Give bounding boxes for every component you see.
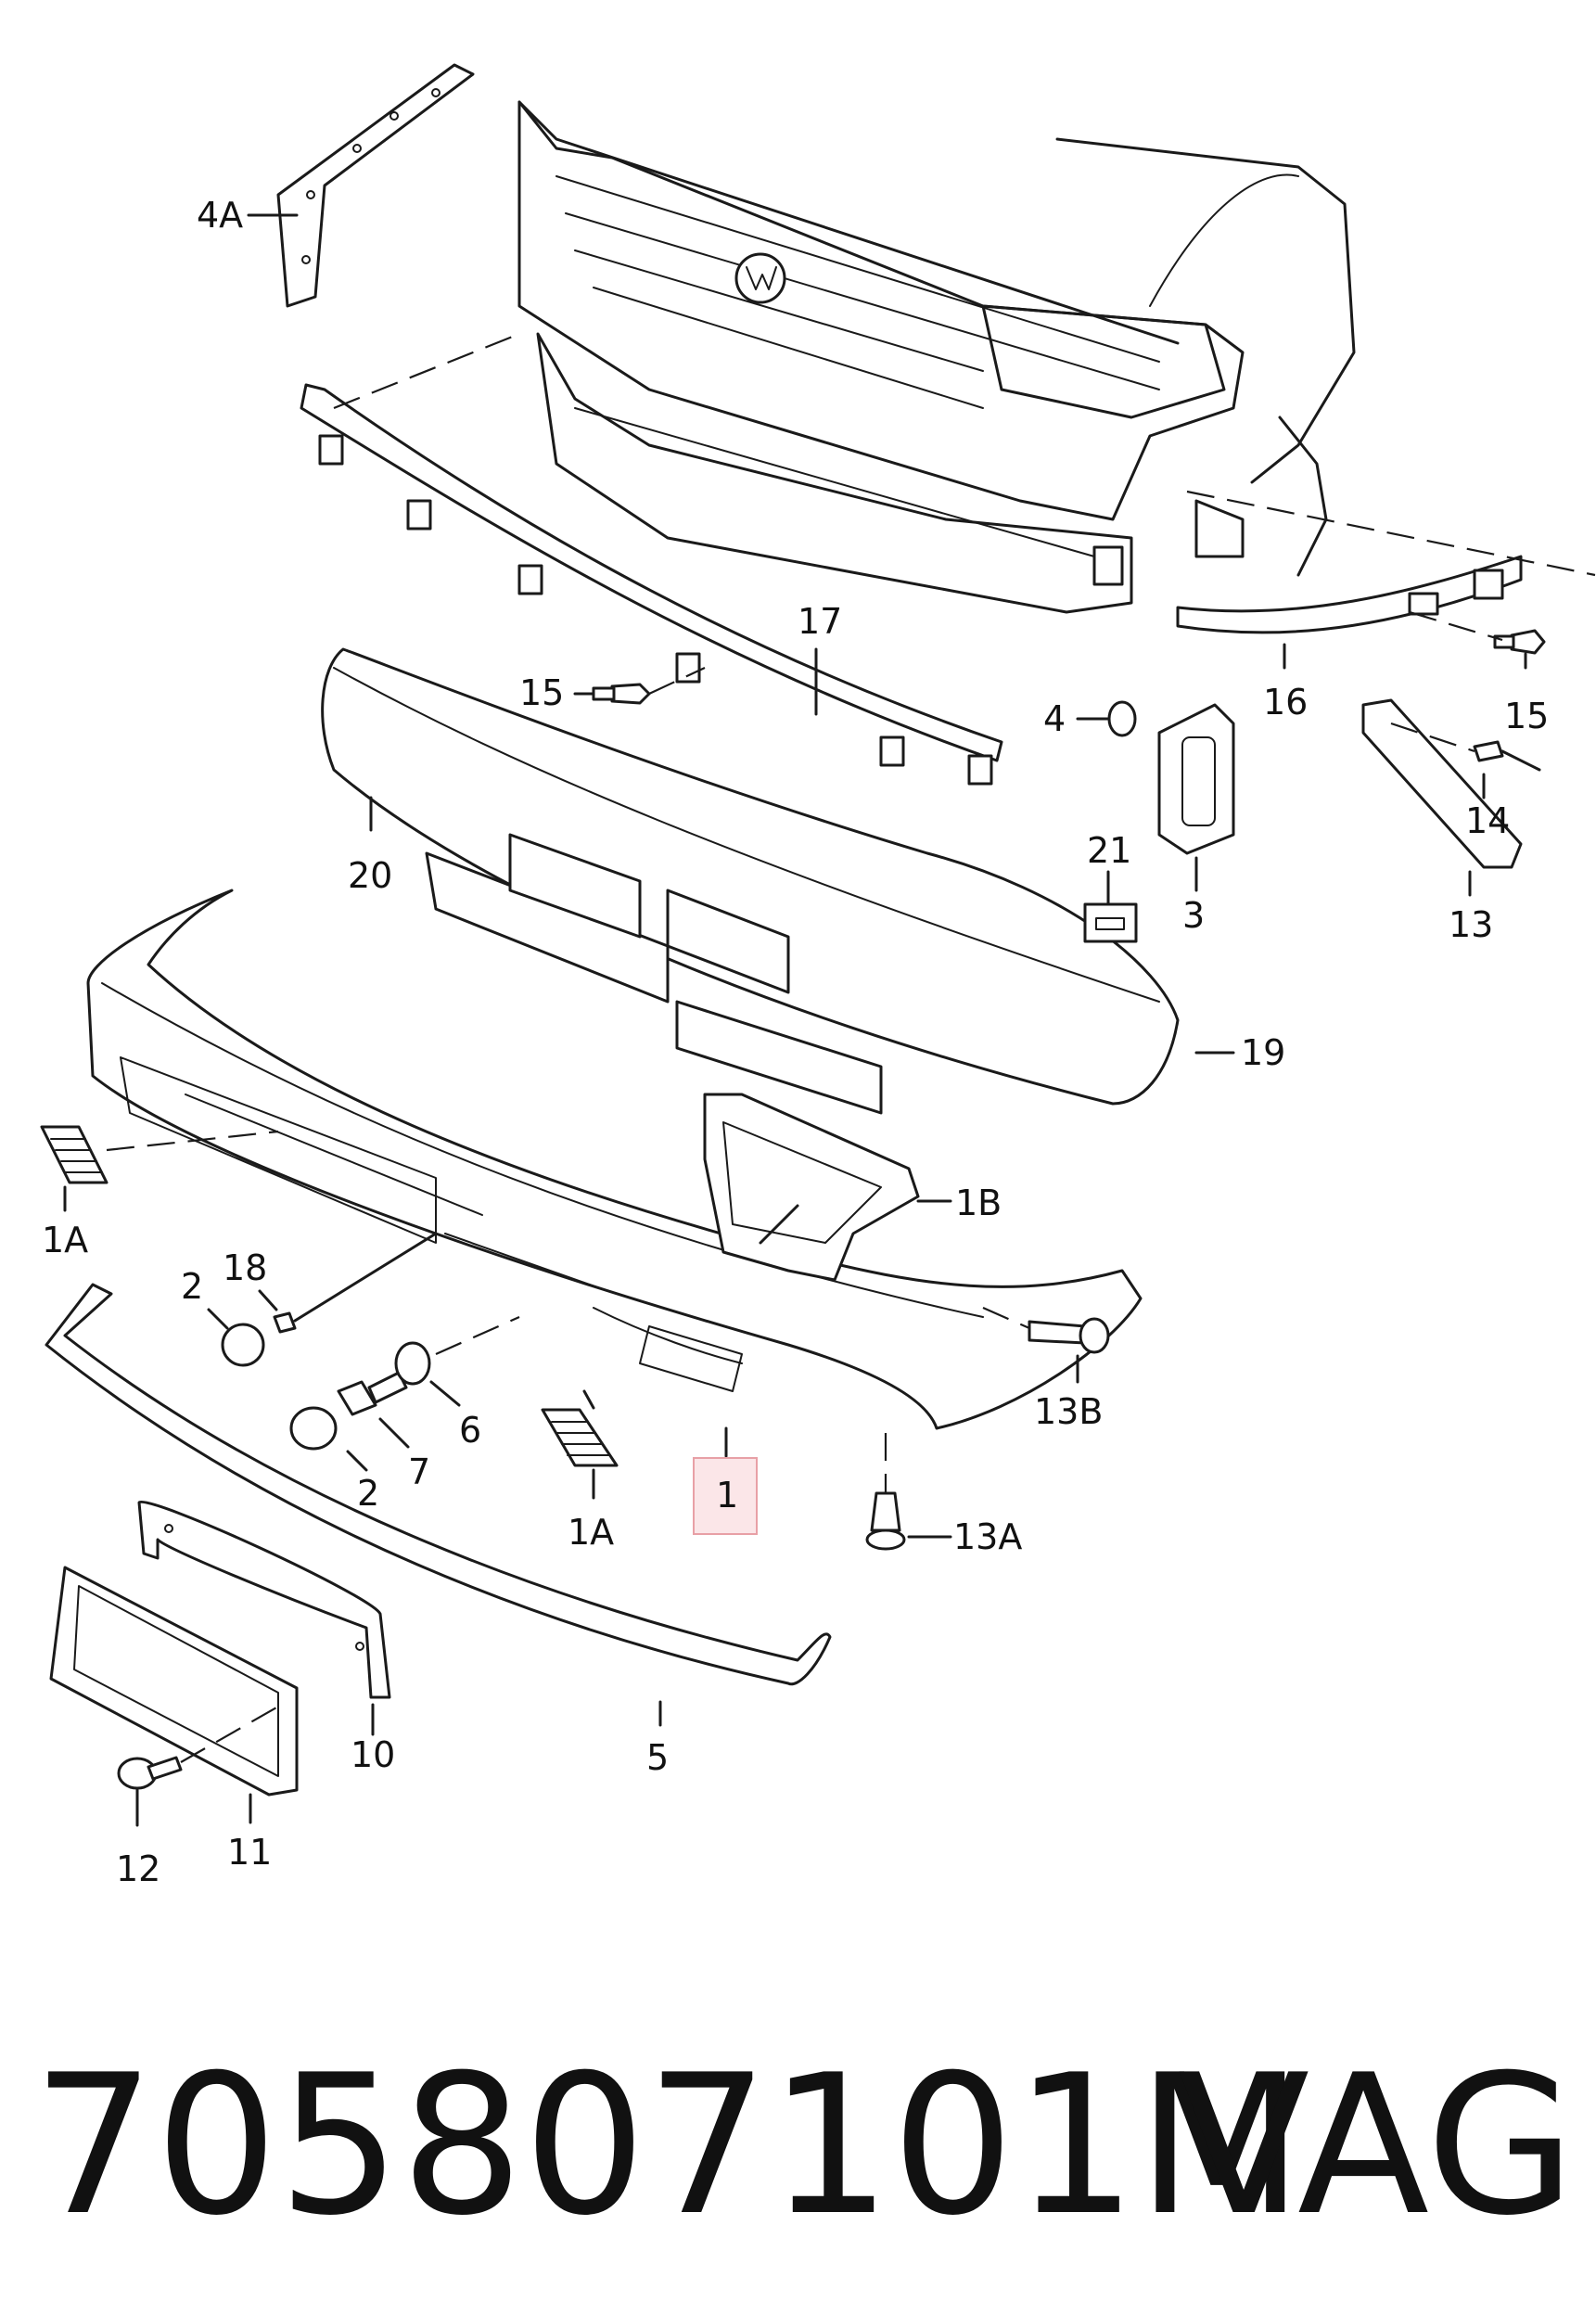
callout-1B: 1B	[955, 1183, 1002, 1223]
part-2-cap-bottom	[289, 1406, 338, 1451]
callout-1A-bottom: 1A	[568, 1512, 614, 1553]
part-13A-fastener	[865, 1491, 906, 1551]
part-15-clip-left	[592, 683, 651, 705]
callout-13A: 13A	[953, 1516, 1022, 1557]
callout-21: 21	[1087, 830, 1131, 871]
callout-20: 20	[348, 855, 392, 896]
part-10-bracket	[137, 1500, 391, 1699]
part-1B-insert	[703, 1093, 920, 1282]
callout-15-left: 15	[519, 672, 564, 713]
part-1A-grille-left	[40, 1125, 109, 1184]
callout-16: 16	[1263, 682, 1308, 723]
part-3-bracket	[1157, 703, 1235, 855]
callout-19: 19	[1241, 1032, 1285, 1073]
part-number-caption: 705807101M	[32, 2034, 1303, 2258]
highlight-box-part-1[interactable]	[693, 1457, 758, 1535]
brand-caption: VAG	[1178, 2034, 1576, 2258]
callout-2-top: 2	[181, 1266, 203, 1307]
callout-1[interactable]: 1	[716, 1475, 738, 1515]
part-18-bolt	[273, 1232, 438, 1334]
callout-2-bottom: 2	[357, 1473, 379, 1514]
part-21-clip	[1083, 902, 1138, 943]
part-11-plate-frame	[49, 1566, 299, 1797]
part-2-cap-top	[221, 1323, 265, 1367]
callout-7: 7	[408, 1452, 430, 1492]
callout-18: 18	[223, 1247, 267, 1288]
callout-5: 5	[646, 1737, 669, 1778]
callout-12: 12	[116, 1848, 160, 1889]
callout-15-right: 15	[1504, 696, 1549, 736]
callout-11: 11	[227, 1832, 272, 1873]
part-17-bar	[300, 383, 1003, 786]
part-16-strip	[1176, 555, 1523, 634]
callout-13: 13	[1449, 904, 1493, 945]
part-20-bumper-core	[321, 647, 1180, 1115]
part-13B-screw	[1028, 1317, 1110, 1354]
car-front-body	[517, 100, 1356, 614]
part-13-bracket	[1361, 698, 1523, 869]
part-6-washer	[394, 1341, 431, 1386]
part-12-screw	[117, 1756, 183, 1790]
part-4A-bracket	[276, 63, 475, 308]
part-15-clip-right	[1493, 629, 1546, 655]
callout-1A-left: 1A	[42, 1220, 88, 1260]
part-4-washer	[1107, 700, 1137, 737]
callout-17: 17	[798, 601, 842, 642]
callout-10: 10	[351, 1734, 395, 1775]
part-5-spoiler	[45, 1283, 832, 1686]
callout-4: 4	[1043, 698, 1066, 739]
callout-6: 6	[459, 1410, 481, 1451]
part-14-bolt	[1473, 740, 1541, 772]
callout-13B: 13B	[1034, 1391, 1103, 1432]
part-7-bolt	[337, 1371, 408, 1416]
callout-3: 3	[1182, 895, 1205, 936]
callout-4A: 4A	[197, 195, 243, 236]
part-1A-grille-bottom	[541, 1408, 619, 1467]
callout-14: 14	[1465, 800, 1510, 841]
